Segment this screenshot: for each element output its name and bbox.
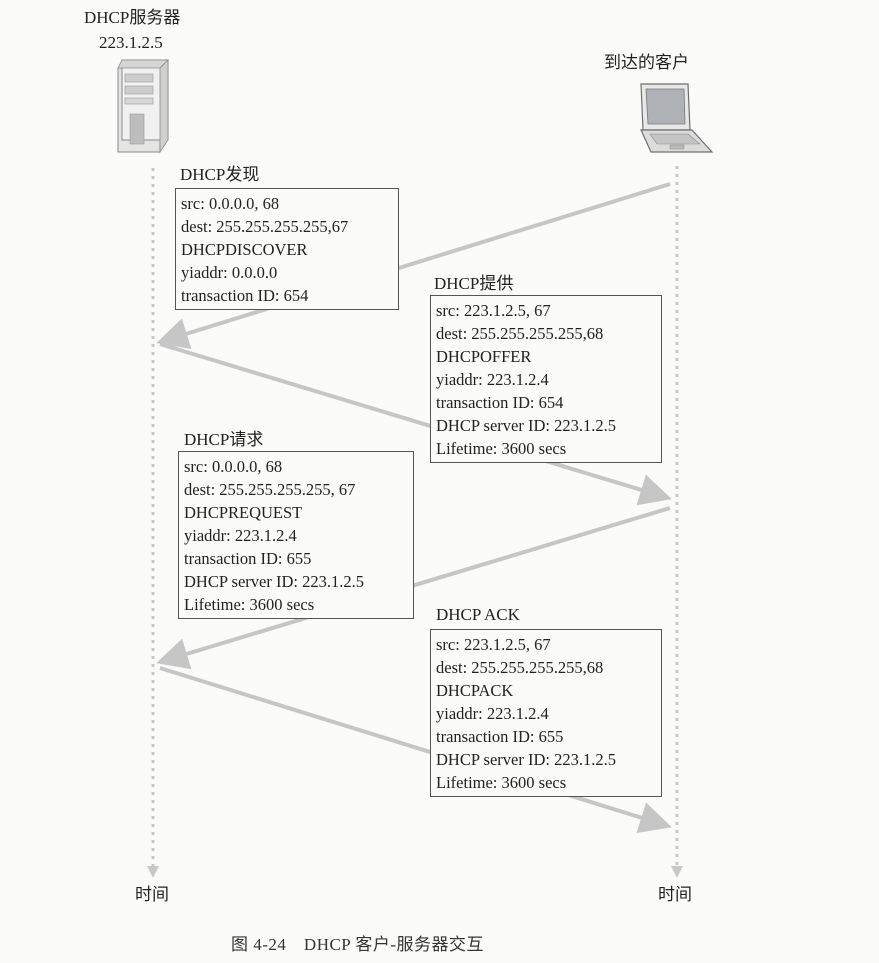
server-label: DHCP服务器 [84,8,181,27]
msg-ack-title: DHCP ACK [436,605,520,624]
msg-discover-title: DHCP发现 [180,165,260,184]
arrow-dhcp-ack [159,666,672,833]
msg-request-title: DHCP请求 [184,430,264,449]
msg-field: src: 0.0.0.0, 68 [184,457,283,476]
arrow-dhcp-request [156,506,671,670]
msg-field: DHCPACK [436,681,514,700]
msg-field: yiaddr: 0.0.0.0 [181,263,278,282]
msg-request-box: src: 0.0.0.0, 68 dest: 255.255.255.255, … [178,451,414,619]
msg-ack-box: src: 223.1.2.5, 67 dest: 255.255.255.255… [430,629,662,797]
msg-field: Lifetime: 3600 secs [436,773,567,792]
msg-field: Lifetime: 3600 secs [436,439,567,458]
msg-field: transaction ID: 654 [436,393,564,412]
arrow-dhcp-offer [159,342,672,506]
msg-field: yiaddr: 223.1.2.4 [184,526,297,545]
msg-offer-title: DHCP提供 [434,274,514,293]
msg-field: DHCPREQUEST [184,503,303,522]
msg-field: src: 223.1.2.5, 67 [436,301,551,320]
msg-field: dest: 255.255.255.255,67 [181,217,349,236]
msg-field: DHCP server ID: 223.1.2.5 [436,750,616,769]
msg-field: DHCPOFFER [436,347,532,366]
msg-field: src: 223.1.2.5, 67 [436,635,551,654]
msg-discover-box: src: 0.0.0.0, 68 dest: 255.255.255.255,6… [175,188,399,310]
figure-caption: 图 4-24 DHCP 客户-服务器交互 [231,935,485,954]
msg-field: transaction ID: 654 [181,286,309,305]
msg-field: DHCP server ID: 223.1.2.5 [184,572,364,591]
msg-field: dest: 255.255.255.255, 67 [184,480,356,499]
msg-offer-box: src: 223.1.2.5, 67 dest: 255.255.255.255… [430,295,662,463]
msg-field: DHCPDISCOVER [181,240,308,259]
arrow-dhcp-discover [156,182,671,349]
msg-field: dest: 255.255.255.255,68 [436,324,604,343]
laptop-icon [640,83,714,153]
client-time-label: 时间 [658,885,692,904]
msg-field: transaction ID: 655 [436,727,564,746]
msg-field: transaction ID: 655 [184,549,312,568]
server-tower-icon [117,59,169,154]
msg-field: src: 0.0.0.0, 68 [181,194,280,213]
msg-field: DHCP server ID: 223.1.2.5 [436,416,616,435]
client-label: 到达的客户 [604,53,689,72]
server-ip: 223.1.2.5 [99,33,163,52]
msg-field: yiaddr: 223.1.2.4 [436,370,549,389]
msg-field: Lifetime: 3600 secs [184,595,315,614]
server-time-label: 时间 [135,885,169,904]
msg-field: dest: 255.255.255.255,68 [436,658,604,677]
msg-field: yiaddr: 223.1.2.4 [436,704,549,723]
